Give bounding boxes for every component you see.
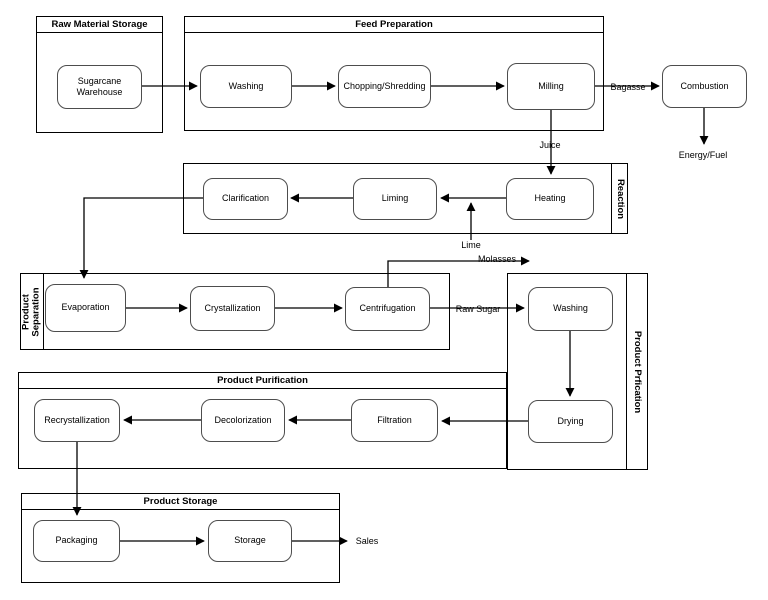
node-label: Heating xyxy=(534,193,566,204)
node-label: Recrystallization xyxy=(44,414,110,425)
node-label: Clarification xyxy=(221,193,270,204)
node-storage[interactable]: Storage xyxy=(208,520,292,562)
node-milling[interactable]: Milling xyxy=(507,63,595,110)
node-drying[interactable]: Drying xyxy=(528,400,613,443)
container-title-product-storage: Product Storage xyxy=(22,494,339,510)
node-label: Washing xyxy=(553,303,588,314)
node-label: Sugarcane Warehouse xyxy=(76,75,123,97)
node-crystallization[interactable]: Crystallization xyxy=(190,286,275,331)
container-title-reaction: Reaction xyxy=(614,178,626,219)
container-raw-material-storage[interactable]: Raw Material Storage xyxy=(36,16,163,133)
node-label: Storage xyxy=(234,535,266,546)
node-label: Packaging xyxy=(55,535,98,546)
container-title-strip-product-prfication: Product Prfication xyxy=(626,274,647,469)
edge-label-molasses: Molasses xyxy=(477,254,517,264)
container-title-product-separation: Product Separation xyxy=(20,286,42,337)
node-clarification[interactable]: Clarification xyxy=(203,178,288,220)
edge-label-energy-fuel: Energy/Fuel xyxy=(678,150,728,160)
container-title-strip-product-separation: Product Separation xyxy=(21,274,44,349)
container-title-raw-material-storage: Raw Material Storage xyxy=(37,17,162,33)
edge-label-sales: Sales xyxy=(355,536,379,546)
node-label: Crystallization xyxy=(204,302,261,313)
node-label: Washing xyxy=(228,80,264,91)
node-label: Drying xyxy=(557,415,584,426)
container-title-feed-preparation: Feed Preparation xyxy=(185,17,603,33)
node-label: Centrifugation xyxy=(359,303,416,314)
node-evaporation[interactable]: Evaporation xyxy=(45,284,126,332)
container-product-storage[interactable]: Product Storage xyxy=(21,493,340,583)
container-title-strip-reaction: Reaction xyxy=(611,164,627,233)
edge-label-juice: Juice xyxy=(539,140,561,150)
container-title-product-prfication: Product Prfication xyxy=(632,330,644,413)
node-label: Milling xyxy=(538,80,564,91)
node-label: Evaporation xyxy=(61,302,110,313)
node-label: Liming xyxy=(381,193,409,204)
container-product-prfication[interactable]: Product Prfication xyxy=(507,273,648,470)
node-packaging[interactable]: Packaging xyxy=(33,520,120,562)
node-heating[interactable]: Heating xyxy=(506,178,594,220)
edge-label-raw-sugar: Raw Sugar xyxy=(455,304,501,314)
container-title-product-purification: Product Purification xyxy=(19,373,506,389)
node-filtration[interactable]: Filtration xyxy=(351,399,438,442)
node-liming[interactable]: Liming xyxy=(353,178,437,220)
node-label: Combustion xyxy=(680,80,729,91)
node-washing-product[interactable]: Washing xyxy=(528,287,613,331)
node-sugarcane-warehouse[interactable]: Sugarcane Warehouse xyxy=(57,65,142,109)
node-chopping-shredding[interactable]: Chopping/Shredding xyxy=(338,65,431,108)
node-recrystallization[interactable]: Recrystallization xyxy=(34,399,120,442)
node-decolorization[interactable]: Decolorization xyxy=(201,399,285,442)
container-product-purification[interactable]: Product Purification xyxy=(18,372,507,469)
container-product-separation[interactable]: Product Separation xyxy=(20,273,450,350)
edge-label-lime: Lime xyxy=(461,240,481,250)
container-feed-preparation[interactable]: Feed Preparation xyxy=(184,16,604,131)
node-label: Decolorization xyxy=(214,414,272,425)
node-label: Filtration xyxy=(377,414,412,425)
node-label: Chopping/Shredding xyxy=(343,80,426,91)
node-centrifugation[interactable]: Centrifugation xyxy=(345,287,430,331)
edge-label-bagasse: Bagasse xyxy=(610,82,646,92)
node-washing-feed[interactable]: Washing xyxy=(200,65,292,108)
node-combustion[interactable]: Combustion xyxy=(662,65,747,108)
container-reaction[interactable]: Reaction xyxy=(183,163,628,234)
